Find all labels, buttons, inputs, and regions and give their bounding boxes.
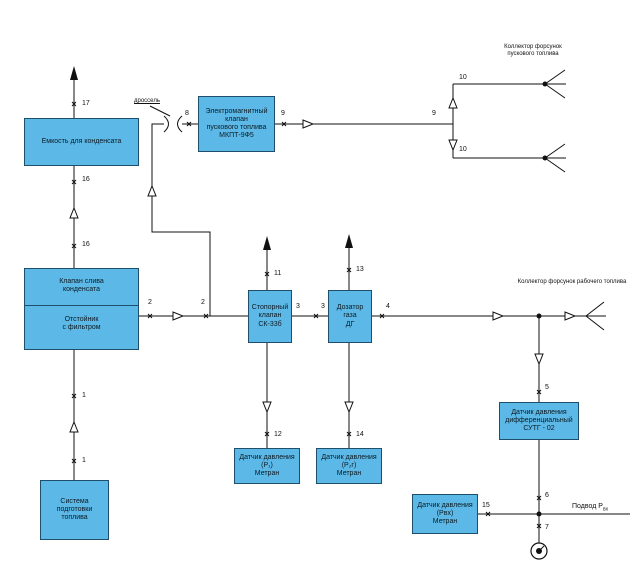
vent-arrow-13: [345, 234, 353, 248]
flow-arrow-16: [69, 206, 79, 219]
collector-fan-2: [544, 143, 566, 173]
fitting-9: [281, 121, 287, 127]
condensate-tank-box: Емкость для конденсата: [24, 118, 139, 166]
settler-box: Клапан слива конденсата Отстойник с филь…: [24, 268, 139, 350]
point-13: 13: [356, 266, 364, 273]
point-1a: 1: [82, 392, 86, 399]
fitting-5: [536, 389, 542, 395]
settler-label: Отстойник с фильтром: [62, 316, 101, 332]
fitting-16a: [71, 179, 77, 185]
pressure-sensor-inlet-label: Датчик давления (Pвх) Метран: [417, 501, 473, 526]
fitting-7: [536, 523, 542, 529]
stop-valve-box: Стопорный клапан СК-33б: [248, 290, 292, 343]
point-6: 6: [545, 492, 549, 499]
fitting-4: [379, 313, 385, 319]
collector-fan-3: [585, 301, 606, 331]
fitting-1a: [71, 393, 77, 399]
stop-valve-label: Стопорный клапан СК-33б: [251, 304, 289, 328]
working-fuel-collector-caption: Коллектор форсунок рабочего топлива: [517, 279, 627, 285]
pressure-sensor-p1-box: Датчик давления (P₁) Метран: [234, 448, 300, 484]
drain-valve-label: Клапан слива конденсата: [59, 278, 104, 294]
fitting-1b: [71, 458, 77, 464]
point-3a: 3: [296, 303, 300, 310]
flow-arrow-4: [492, 311, 505, 321]
point-7: 7: [545, 524, 549, 531]
point-11: 11: [274, 270, 282, 277]
point-14: 14: [356, 431, 364, 438]
pressure-sensor-p1-label: Датчик давления (P₁) Метран: [239, 453, 295, 478]
fitting-2b: [203, 313, 209, 319]
flow-arrow-1: [69, 420, 79, 433]
fitting-13: [346, 267, 352, 273]
point-16a: 16: [82, 176, 90, 183]
inlet-supply-sub: вх: [602, 506, 609, 513]
fitting-11: [264, 271, 270, 277]
collector-fan-1: [544, 69, 566, 99]
fitting-16b: [71, 243, 77, 249]
pressure-gauge-icon: [530, 542, 548, 560]
point-15: 15: [482, 502, 490, 509]
point-17: 17: [82, 100, 90, 107]
solenoid-valve-box: Электромагнитный клапан пускового топлив…: [198, 96, 275, 152]
point-1b: 1: [82, 457, 86, 464]
flow-arrow-throttle: [147, 184, 157, 197]
flow-arrow-collector: [564, 311, 577, 321]
junction-dot-6: [536, 511, 542, 517]
fitting-15: [485, 511, 491, 517]
diff-pressure-sensor-box: Датчик давления дифференциальный СУТГ - …: [499, 402, 579, 440]
vent-arrow-17: [70, 66, 78, 80]
fitting-8: [186, 121, 192, 127]
fitting-2a: [147, 313, 153, 319]
point-8: 8: [185, 110, 189, 117]
fitting-3: [313, 313, 319, 319]
gas-dispenser-label: Дозатор газа ДГ: [336, 304, 364, 328]
point-10b: 10: [459, 146, 467, 153]
throttle-symbol: [149, 105, 183, 133]
junction-dot-10b: [542, 155, 548, 161]
diff-pressure-sensor-label: Датчик давления дифференциальный СУТГ - …: [505, 408, 573, 433]
point-16b: 16: [82, 241, 90, 248]
gas-dispenser-box: Дозатор газа ДГ: [328, 290, 372, 343]
inlet-supply-caption: Подвод Pвх: [572, 503, 608, 512]
flow-arrow-12: [262, 401, 272, 414]
throttle-caption: дроссель: [134, 98, 160, 104]
flow-arrow-10b: [448, 139, 458, 152]
condensate-tank-label: Емкость для конденсата: [41, 137, 122, 145]
point-2a: 2: [148, 299, 152, 306]
fitting-14: [346, 431, 352, 437]
vent-arrow-11: [263, 236, 271, 250]
point-10a: 10: [459, 74, 467, 81]
start-fuel-collector-caption: Коллектор форсунок пускового топлива: [504, 44, 562, 58]
fitting-12: [264, 431, 270, 437]
pressure-sensor-inlet-box: Датчик давления (Pвх) Метран: [412, 494, 478, 534]
solenoid-valve-label: Электромагнитный клапан пускового топлив…: [205, 107, 268, 140]
junction-dot-4: [536, 313, 542, 319]
fitting-17: [71, 101, 77, 107]
point-9b: 9: [432, 110, 436, 117]
pressure-sensor-p2-label: Датчик давления (P₂г) Метран: [321, 453, 377, 478]
point-2b: 2: [201, 299, 205, 306]
point-3b: 3: [321, 303, 325, 310]
point-5: 5: [545, 384, 549, 391]
inlet-supply-text: Подвод P: [572, 503, 603, 510]
junction-dot-10a: [542, 81, 548, 87]
pressure-sensor-p2-box: Датчик давления (P₂г) Метран: [316, 448, 382, 484]
flow-arrow-14: [344, 401, 354, 414]
flow-arrow-10a: [448, 96, 458, 109]
point-9a: 9: [281, 110, 285, 117]
flow-arrow-9: [302, 119, 315, 129]
fitting-6: [536, 495, 542, 501]
flow-arrow-2: [172, 311, 185, 321]
point-4: 4: [386, 303, 390, 310]
point-12: 12: [274, 431, 282, 438]
fuel-prep-system-label: Система подготовки топлива: [56, 497, 93, 522]
fuel-prep-system-box: Система подготовки топлива: [40, 480, 109, 540]
flow-arrow-5: [534, 353, 544, 366]
pipe-throttle: [151, 123, 211, 316]
